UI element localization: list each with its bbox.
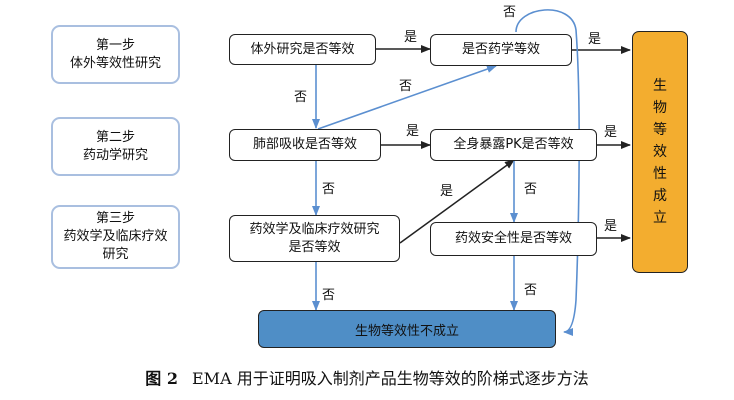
figure-caption-text: EMA 用于证明吸入制剂产品生物等效的阶梯式逐步方法 bbox=[192, 369, 589, 388]
stage-3-step: 第三步 bbox=[95, 211, 135, 226]
stage-3-title-cont: 研究 bbox=[102, 247, 129, 262]
node-lung: 肺部吸收是否等效 bbox=[229, 129, 381, 161]
node-pd-clinical-line2: 是否等效 bbox=[288, 239, 341, 255]
stage-1-title: 体外等效性研究 bbox=[69, 55, 161, 71]
stage-2-step: 第二步 bbox=[95, 129, 135, 145]
node-pd-clinical: 药效学及临床疗效研究 是否等效 bbox=[229, 215, 400, 262]
node-lung-text: 肺部吸收是否等效 bbox=[252, 137, 357, 152]
label-no-pd: 否 bbox=[322, 288, 336, 303]
label-yes-safety: 是 bbox=[604, 219, 618, 234]
node-safety-text: 药效安全性是否等效 bbox=[454, 231, 572, 246]
label-no-pkequiv-loop: 否 bbox=[503, 5, 517, 20]
arrow-pd-to-systemic bbox=[399, 159, 515, 244]
figure-caption: 图 2 EMA 用于证明吸入制剂产品生物等效的阶梯式逐步方法 bbox=[0, 368, 734, 390]
stage-2-title: 药动学研究 bbox=[82, 147, 148, 163]
label-no-lung: 否 bbox=[322, 182, 336, 197]
label-yes-invitro: 是 bbox=[404, 30, 418, 45]
result-not-established-text: 生物等效性不成立 bbox=[354, 323, 459, 339]
label-yes-pd: 是 bbox=[440, 184, 454, 199]
node-pk-equiv-text: 是否药学等效 bbox=[461, 42, 540, 57]
label-no-lung-to-pkequiv: 否 bbox=[399, 79, 413, 94]
node-safety: 药效安全性是否等效 bbox=[430, 222, 597, 256]
figure-caption-label: 图 2 bbox=[145, 369, 178, 388]
node-in-vitro: 体外研究是否等效 bbox=[229, 34, 376, 65]
label-yes-lung: 是 bbox=[406, 124, 420, 139]
label-yes-systemic: 是 bbox=[604, 125, 618, 140]
label-no-safety: 否 bbox=[524, 283, 538, 298]
node-systemic-pk: 全身暴露PK是否等效 bbox=[430, 129, 597, 161]
result-established-text: 生物等效性成立 bbox=[653, 78, 667, 226]
stage-3-box: 第三步 药效学及临床疗效 研究 bbox=[51, 205, 180, 269]
label-no-invitro: 否 bbox=[294, 90, 308, 105]
result-bioequivalence-not-established: 生物等效性不成立 bbox=[258, 310, 556, 348]
node-pd-clinical-line1: 药效学及临床疗效研究 bbox=[249, 221, 380, 237]
stage-3-title: 药效学及临床疗效 bbox=[63, 229, 168, 244]
node-pk-equiv: 是否药学等效 bbox=[430, 34, 572, 66]
node-in-vitro-text: 体外研究是否等效 bbox=[250, 41, 355, 57]
node-systemic-pk-text: 全身暴露PK是否等效 bbox=[453, 137, 574, 152]
result-bioequivalence-established: 生物等效性成立 bbox=[632, 31, 688, 273]
stage-1-step: 第一步 bbox=[95, 37, 135, 53]
label-no-systemic: 否 bbox=[524, 182, 538, 197]
stage-1-box: 第一步 体外等效性研究 bbox=[51, 25, 180, 84]
stage-2-box: 第二步 药动学研究 bbox=[51, 117, 180, 176]
label-yes-pkequiv: 是 bbox=[588, 32, 602, 47]
arrow-lung-to-pkequiv bbox=[317, 65, 497, 130]
